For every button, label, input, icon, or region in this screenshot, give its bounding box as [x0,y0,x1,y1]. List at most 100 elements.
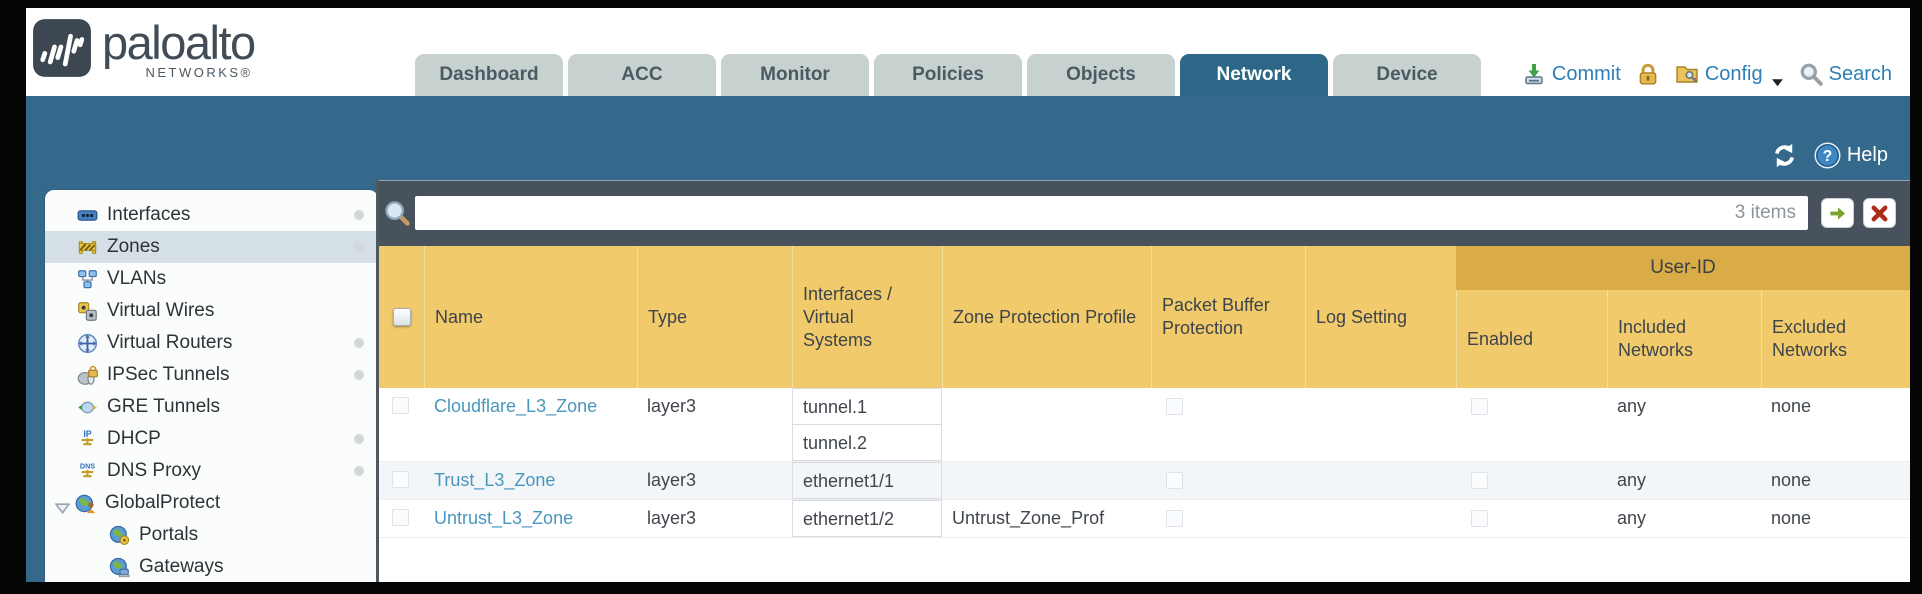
zone-name-link[interactable]: Cloudflare_L3_Zone [434,396,598,416]
sidebar-item-label: GRE Tunnels [107,396,220,417]
sidebar-item-label: Virtual Routers [107,332,233,353]
packet-buffer-protection-checkbox[interactable] [1166,472,1183,489]
sidebar-item-globalprotect[interactable]: GlobalProtect [45,487,378,519]
sidebar-item-interfaces[interactable]: Interfaces [45,199,378,231]
sidebar-item-vlans[interactable]: VLANs [45,263,378,295]
ipsec-tunnels-icon [77,365,98,386]
column-header-packet-buffer-protection[interactable]: Packet Buffer Protection [1151,246,1305,388]
logo-brand-text: paloalto [102,16,256,69]
tab-dashboard[interactable]: Dashboard [415,54,563,96]
tab-label: Network [1216,64,1292,85]
cell-log-setting [1305,462,1456,499]
gateways-icon [109,557,130,578]
column-header-included-networks[interactable]: Included Networks [1607,246,1761,388]
search-button[interactable]: Search [1799,62,1892,86]
cell-excluded-networks: none [1771,396,1812,416]
tab-objects[interactable]: Objects [1027,54,1175,96]
cell-excluded-networks: none [1771,508,1812,528]
zone-name-link[interactable]: Untrust_L3_Zone [434,508,574,528]
tab-label: ACC [621,64,663,85]
clear-filter-button[interactable] [1863,198,1896,228]
tab-device[interactable]: Device [1333,54,1481,96]
sidebar-item-label: GlobalProtect [105,492,221,513]
item-dot [354,466,364,476]
main-content: 3 items Name Type Interfaces / Virtual S… [376,180,1910,582]
cell-type: layer3 [647,508,697,528]
item-dot [354,434,364,444]
column-header-enabled[interactable]: Enabled [1456,246,1607,388]
refresh-icon[interactable] [1771,142,1798,169]
column-header-type[interactable]: Type [637,246,792,388]
cell-packet-buffer-protection [1151,500,1305,537]
row-checkbox[interactable] [392,397,409,414]
config-button[interactable]: Config [1675,62,1784,86]
sidebar-item-portals[interactable]: Portals [45,519,378,551]
column-header-name[interactable]: Name [424,246,637,388]
paloalto-logo-icon [32,18,92,78]
globalprotect-icon [75,493,96,514]
select-all-checkbox[interactable] [392,308,411,326]
tab-acc[interactable]: ACC [568,54,716,96]
tab-network[interactable]: Network [1180,54,1328,96]
cell-zone-protection-profile [942,388,1151,461]
virtual-routers-icon [77,333,98,354]
row-checkbox[interactable] [392,509,409,526]
sidebar-item-virtual-routers[interactable]: Virtual Routers [45,327,378,359]
sidebar-item-gateways[interactable]: Gateways [45,551,378,582]
zone-name-link[interactable]: Trust_L3_Zone [434,470,556,490]
logo-networks-text: NETWORKS® [145,65,253,80]
user-id-enabled-checkbox[interactable] [1471,398,1488,415]
sidebar-item-label: DHCP [107,428,161,449]
user-id-enabled-checkbox[interactable] [1471,510,1488,527]
cell-interfaces: ethernet1/2 [792,500,942,537]
chevron-down-icon [1771,70,1784,86]
column-header-excluded-networks[interactable]: Excluded Networks [1761,246,1910,388]
filter-input[interactable]: 3 items [415,196,1808,230]
sidebar-item-gre-tunnels[interactable]: GRE Tunnels [45,391,378,423]
config-label: Config [1704,62,1763,85]
tab-policies[interactable]: Policies [874,54,1022,96]
help-button[interactable]: ? Help [1814,142,1888,169]
item-dot [354,242,364,252]
tab-monitor[interactable]: Monitor [721,54,869,96]
cell-select [379,500,424,537]
gre-tunnels-icon [77,397,98,418]
cell-user-id-enabled [1456,462,1607,499]
cell-log-setting [1305,388,1456,461]
sidebar-item-virtual-wires[interactable]: Virtual Wires [45,295,378,327]
user-id-group-header: User-ID [1456,246,1910,290]
user-id-enabled-checkbox[interactable] [1471,472,1488,489]
column-header-interfaces[interactable]: Interfaces / Virtual Systems [792,246,942,388]
row-checkbox[interactable] [392,471,409,488]
table-header: Name Type Interfaces / Virtual Systems Z… [379,246,1910,388]
cell-included-networks: any [1617,508,1647,528]
interfaces-icon [77,205,98,226]
search-label: Search [1828,62,1892,85]
column-header-log-setting[interactable]: Log Setting [1305,246,1456,388]
packet-buffer-protection-checkbox[interactable] [1166,398,1183,415]
cell-select [379,388,424,461]
cell-type: layer3 [647,396,697,416]
lock-icon[interactable] [1636,62,1660,86]
sidebar-item-zones[interactable]: Zones [45,231,378,263]
column-header-zone-protection-profile[interactable]: Zone Protection Profile [942,246,1151,388]
sidebar-item-ipsec-tunnels[interactable]: IPSec Tunnels [45,359,378,391]
sidebar-item-label: Interfaces [107,204,191,225]
apply-filter-button[interactable] [1821,198,1854,228]
cell-zone-protection-profile: Untrust_Zone_Prof [952,508,1105,528]
table-row-untrust-l3-zone[interactable]: Untrust_L3_Zone layer3 ethernet1/2 Untrust_… [379,500,1910,538]
packet-buffer-protection-checkbox[interactable] [1166,510,1183,527]
help-label: Help [1846,144,1888,166]
sidebar-item-label: Virtual Wires [107,300,215,321]
collapse-triangle-icon[interactable] [54,498,71,514]
vlans-icon [77,269,98,290]
commit-button[interactable]: Commit [1522,62,1621,86]
